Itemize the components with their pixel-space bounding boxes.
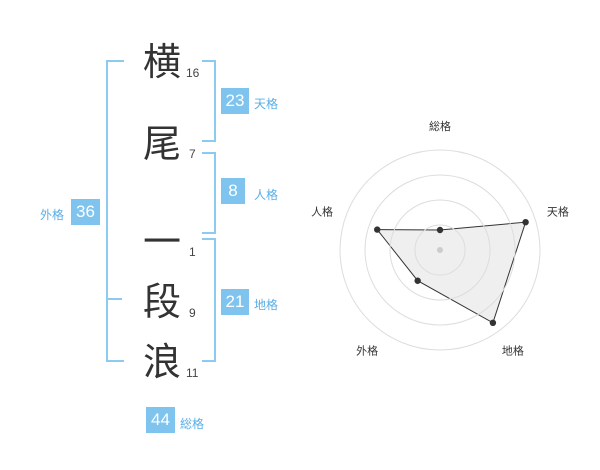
radar-axis-label-2: 天格 [547,205,569,219]
radar-grid-ring [389,199,491,301]
stroke-count-4: 9 [189,306,196,320]
radar-center-dot [437,247,443,253]
chikaku-score: 21 [221,289,249,315]
name-char-1: 横 [142,40,181,84]
stroke-count-5: 11 [186,366,199,380]
chikaku-bracket [202,238,216,362]
radar-grid-ring [364,174,516,326]
gaikaku-bracket [106,60,124,362]
radar-point-3 [489,319,497,327]
jinkaku-label: 人格 [254,188,279,202]
chikaku-label: 地格 [254,298,279,312]
radar-axis-label-3: 地格 [502,343,524,357]
tenkaku-label: 天格 [254,97,279,111]
tenkaku-score: 23 [221,88,249,114]
radar-axis-label-4: 外格 [356,343,378,357]
radar-point-2 [522,218,529,226]
radar-point-4 [414,277,421,284]
gaikaku-label: 外格 [40,208,65,222]
jinkaku-bracket [202,152,216,234]
soukaku-label: 総格 [180,417,205,431]
soukaku-score: 44 [146,407,175,433]
name-char-4: 段 [142,280,181,324]
radar-axis-label-5: 人格 [311,205,333,219]
gaikaku-score: 36 [71,199,100,225]
stroke-count-1: 16 [186,66,200,80]
radar-point-5 [374,226,381,233]
radar-point-1 [436,226,444,234]
gaikaku-bracket-divider [106,298,122,300]
name-char-3: 一 [142,220,181,264]
name-char-2: 尾 [142,122,181,166]
name-char-5: 浪 [142,340,181,384]
radar-grid-ring [414,224,466,276]
radar-axis-label-1: 総格 [429,119,451,133]
tenkaku-bracket [202,60,216,142]
jinkaku-score: 8 [221,178,245,204]
stroke-count-2: 7 [189,147,196,161]
stroke-count-3: 1 [189,245,196,259]
